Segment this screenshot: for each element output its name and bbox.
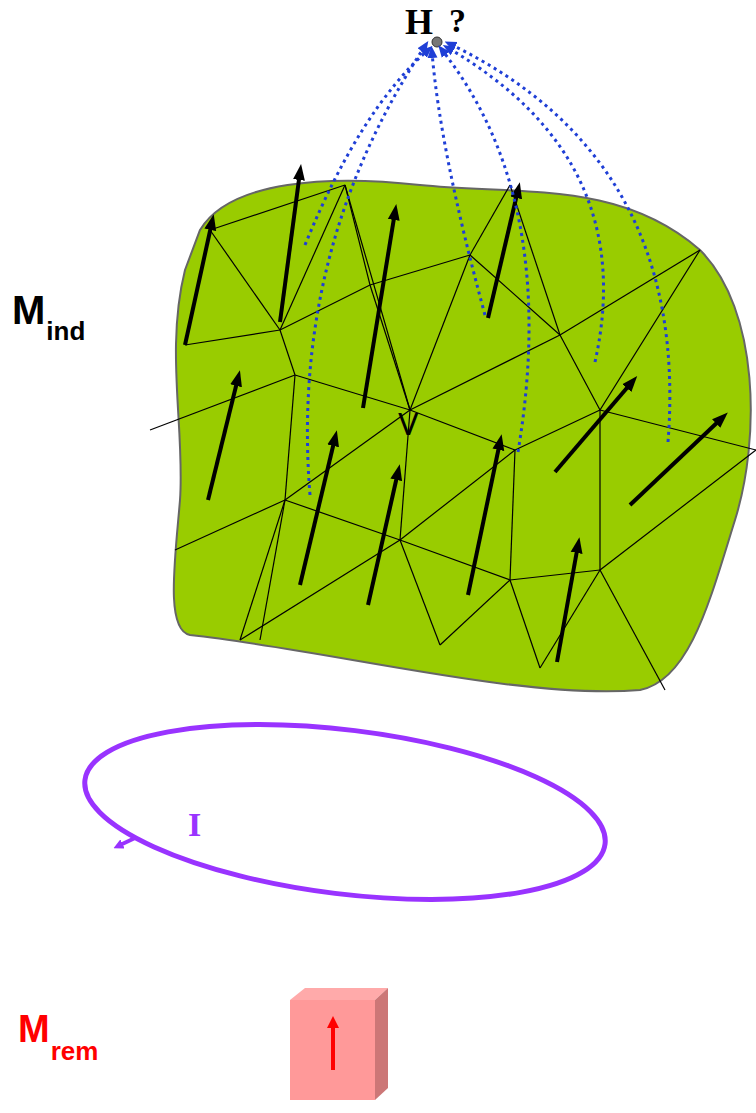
mesh-line — [560, 250, 700, 335]
magnetized-body: V — [150, 165, 756, 695]
mesh-line — [295, 375, 410, 410]
mesh-line — [400, 540, 510, 580]
mesh-line — [440, 580, 510, 645]
mesh-line — [600, 410, 756, 450]
magnetization-arrow — [555, 382, 632, 472]
current-loop — [75, 699, 615, 926]
mesh-line — [600, 570, 665, 690]
magnetization-symbol: M — [18, 1010, 50, 1048]
field-contribution-line — [442, 50, 529, 452]
field-contribution-line — [450, 44, 670, 442]
mesh-line — [210, 230, 280, 330]
unknown-mark: ? — [449, 4, 466, 38]
mesh-line — [185, 330, 280, 345]
mesh-line — [600, 250, 700, 410]
magnetization-symbol: M — [12, 290, 45, 330]
mesh-line — [510, 570, 600, 580]
mesh-line — [260, 500, 285, 640]
body-outline — [150, 165, 756, 695]
magnetization-arrow — [208, 378, 238, 500]
mesh-line — [240, 500, 285, 640]
remanent-magnet-cube — [290, 988, 388, 1100]
subscript: ind — [46, 318, 85, 344]
mesh-line — [470, 255, 560, 335]
field-contribution-line — [432, 52, 485, 315]
magnetization-arrow — [300, 438, 335, 585]
volume-label: V — [398, 410, 419, 440]
magnetization-arrow — [280, 172, 300, 322]
mesh-line — [510, 450, 515, 580]
mesh-line — [280, 330, 295, 375]
magnetization-arrow — [185, 222, 212, 345]
magnetization-arrow — [363, 212, 395, 408]
mesh-line — [410, 335, 560, 410]
mesh-line — [599, 410, 600, 570]
current-direction-arrow — [118, 838, 135, 846]
mesh-line — [600, 450, 756, 570]
mesh-line — [510, 580, 540, 668]
field-contribution-line — [448, 48, 604, 362]
current-label: I — [188, 808, 201, 842]
magnetization-arrow — [630, 418, 722, 505]
mesh-line — [285, 410, 410, 500]
mesh-line — [515, 410, 600, 450]
mesh-line — [240, 540, 400, 640]
mesh-line — [345, 185, 410, 410]
field-symbol: H — [405, 4, 433, 40]
mesh-line — [175, 500, 285, 550]
mesh-line — [150, 375, 295, 430]
mesh-line — [285, 375, 295, 500]
magnetization-arrow — [557, 545, 578, 662]
mesh-line — [400, 540, 440, 645]
magnetization-arrow — [368, 472, 398, 605]
mesh-line — [370, 285, 410, 410]
mesh-line — [560, 335, 600, 410]
field-contribution-line — [307, 46, 425, 495]
field-contribution-line — [305, 50, 428, 245]
magnetization-arrow — [468, 442, 500, 595]
mesh-line — [345, 185, 370, 285]
mesh-line — [410, 255, 470, 410]
magnetization-arrow — [488, 190, 518, 318]
observation-point — [432, 37, 442, 47]
mesh-line — [210, 185, 345, 230]
mesh-line — [280, 285, 370, 330]
subscript: rem — [51, 1038, 99, 1064]
mesh-line — [400, 450, 515, 540]
